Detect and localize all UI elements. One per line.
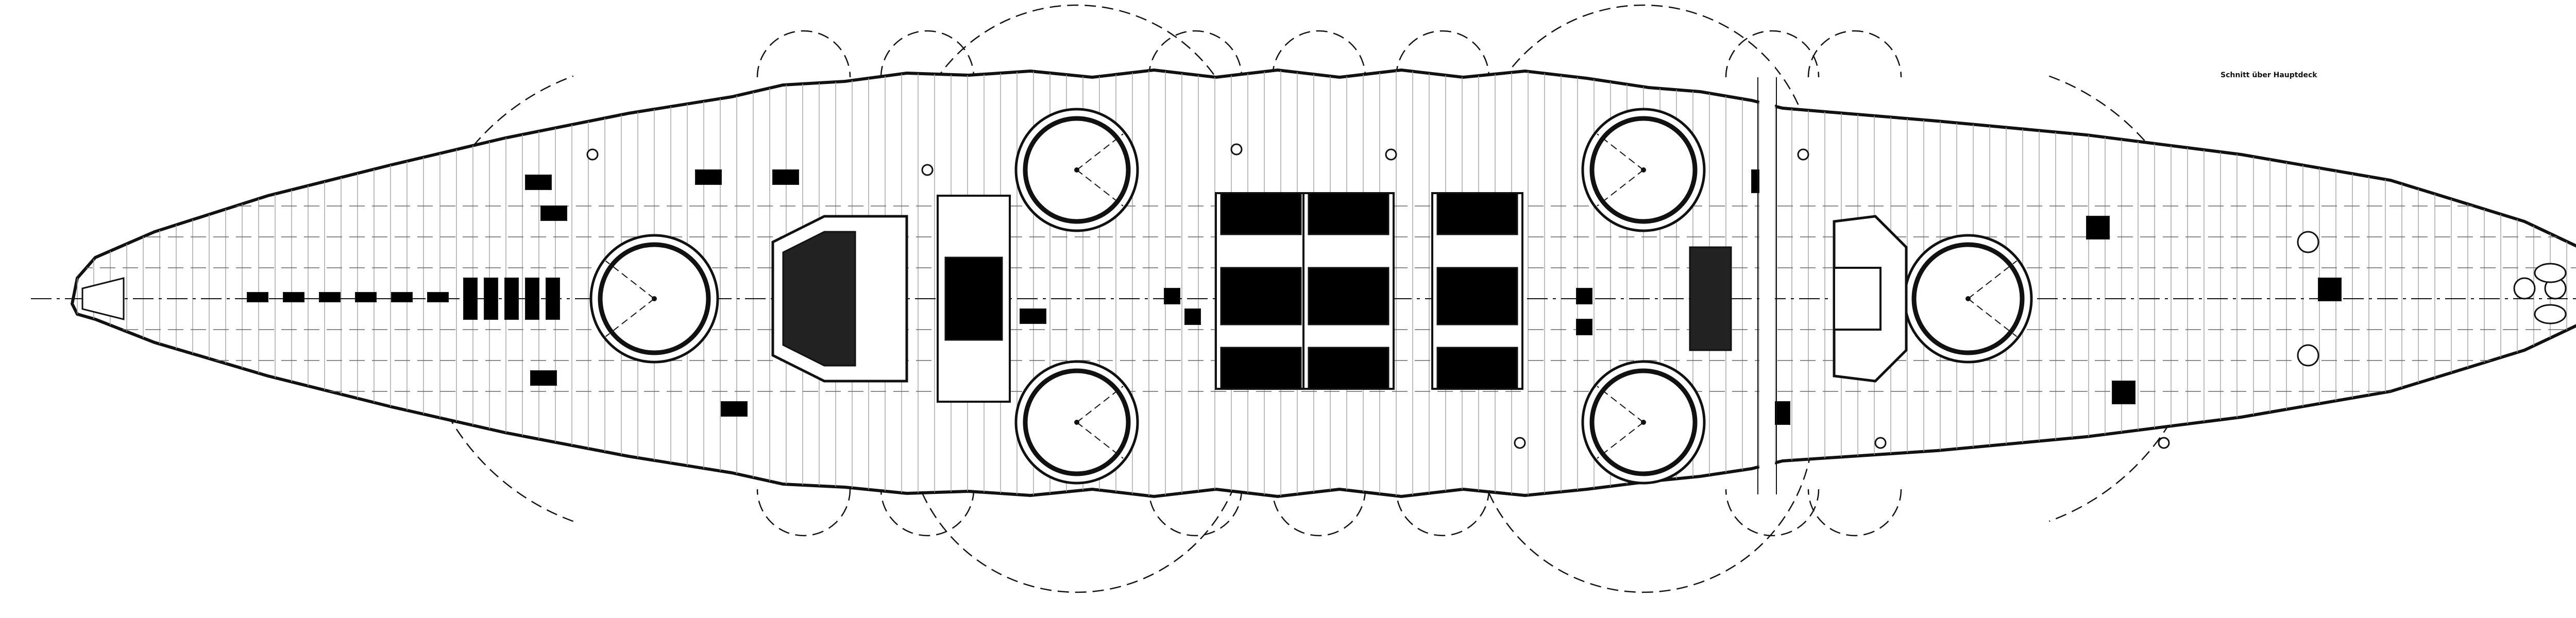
hatch [1576, 319, 1592, 335]
bollard [1230, 143, 1243, 156]
sight-line [1076, 133, 1124, 170]
forward-bridge [1689, 215, 1908, 383]
bollard [1874, 437, 1887, 449]
deck-cleat-row [247, 292, 268, 302]
sight-line [1968, 260, 2018, 299]
hatch-block [1436, 267, 1518, 325]
deck-cleat-row [427, 292, 449, 302]
sight-line [1597, 133, 1644, 170]
hatch [1576, 288, 1592, 304]
hawse-pipe [2534, 304, 2567, 324]
side-arc [880, 489, 975, 537]
vent-box [1020, 308, 1046, 324]
side-arc [1272, 30, 1366, 78]
aft-deckhouse-core [944, 256, 1003, 341]
conning-tower [1833, 267, 1882, 331]
side-arc [1395, 489, 1490, 537]
sight-line [1597, 169, 1644, 207]
side-arc [1272, 489, 1366, 537]
sight-line [1076, 169, 1124, 207]
capstan [2297, 231, 2319, 253]
sight-line [605, 260, 655, 299]
bollard [1385, 148, 1397, 161]
bollard [586, 148, 599, 161]
wing-turret-stbd-aft [1014, 360, 1139, 485]
bollard [2158, 437, 2170, 449]
vent-box [772, 169, 799, 185]
sight-line [605, 298, 655, 337]
hawse-pipe [2534, 263, 2567, 283]
side-arc [1148, 489, 1243, 537]
capstan [2513, 277, 2536, 300]
wing-turret-arc [1475, 452, 1812, 593]
hatch-block [1308, 192, 1389, 235]
bollard [1797, 148, 1809, 161]
side-arc [1148, 30, 1243, 78]
skylight-bar [546, 278, 560, 320]
deck-cleat-row [355, 292, 377, 302]
vent-box [695, 169, 722, 185]
vent-box [721, 401, 748, 417]
bollard [921, 164, 934, 176]
wing-turret-arc [908, 452, 1245, 593]
sight-line [1597, 386, 1644, 423]
vent-box [2086, 216, 2110, 239]
side-arc [1395, 30, 1490, 78]
side-arc [756, 489, 851, 537]
boiler-room-casing [1215, 192, 1307, 390]
side-arc [880, 30, 975, 78]
deck-cleat-row [391, 292, 413, 302]
wing-turret-port-fore [1581, 108, 1706, 232]
side-arc [756, 30, 851, 78]
sheet-gap [1759, 62, 1775, 525]
section-break-line [1757, 62, 1777, 525]
wing-turret-port-aft [1014, 108, 1139, 232]
vent-box [530, 370, 557, 386]
deck-cleat-row [319, 292, 341, 302]
side-arc [1807, 489, 1902, 537]
boiler-room-casing [1431, 192, 1523, 390]
aft-main-turret [589, 234, 719, 364]
hatch-block [1436, 347, 1518, 390]
stern-fitting [81, 277, 125, 320]
hatch-block [1436, 192, 1518, 235]
bollard [1514, 437, 1526, 449]
sight-line [1968, 298, 2018, 337]
skylight-bar [504, 278, 519, 320]
hatch-block [1308, 347, 1389, 390]
gun-turrets [589, 108, 2033, 485]
vent-box [2318, 278, 2342, 301]
aft-bridge-fill [782, 231, 856, 367]
hatch-block [1220, 267, 1302, 325]
sight-line [1076, 422, 1124, 459]
vent-box [525, 175, 552, 190]
hatch-block [1308, 267, 1389, 325]
skylight-bar [463, 278, 478, 320]
forward-deckhouse [1689, 246, 1732, 351]
aft-conning-structure [771, 195, 1011, 403]
hatch-block [1220, 192, 1302, 235]
hatch-block [1220, 347, 1302, 390]
capstan [2297, 344, 2319, 367]
skylight-bar [484, 278, 498, 320]
fore-main-turret [1903, 234, 2033, 364]
wing-turret-stbd-fore [1581, 360, 1706, 485]
vent-box [540, 205, 567, 221]
boiler-room-casing [1302, 192, 1395, 390]
superstructure [771, 192, 1908, 403]
sight-line [1597, 422, 1644, 459]
deck-cleat-row [283, 292, 304, 302]
section-label: Schnitt über Hauptdeck [2221, 71, 2317, 79]
skylight-bar [525, 278, 539, 320]
hatch [1164, 288, 1180, 304]
sight-line [1076, 386, 1124, 423]
side-arc [1807, 30, 1902, 78]
vent-box [2112, 381, 2136, 404]
hatch [1184, 308, 1201, 325]
